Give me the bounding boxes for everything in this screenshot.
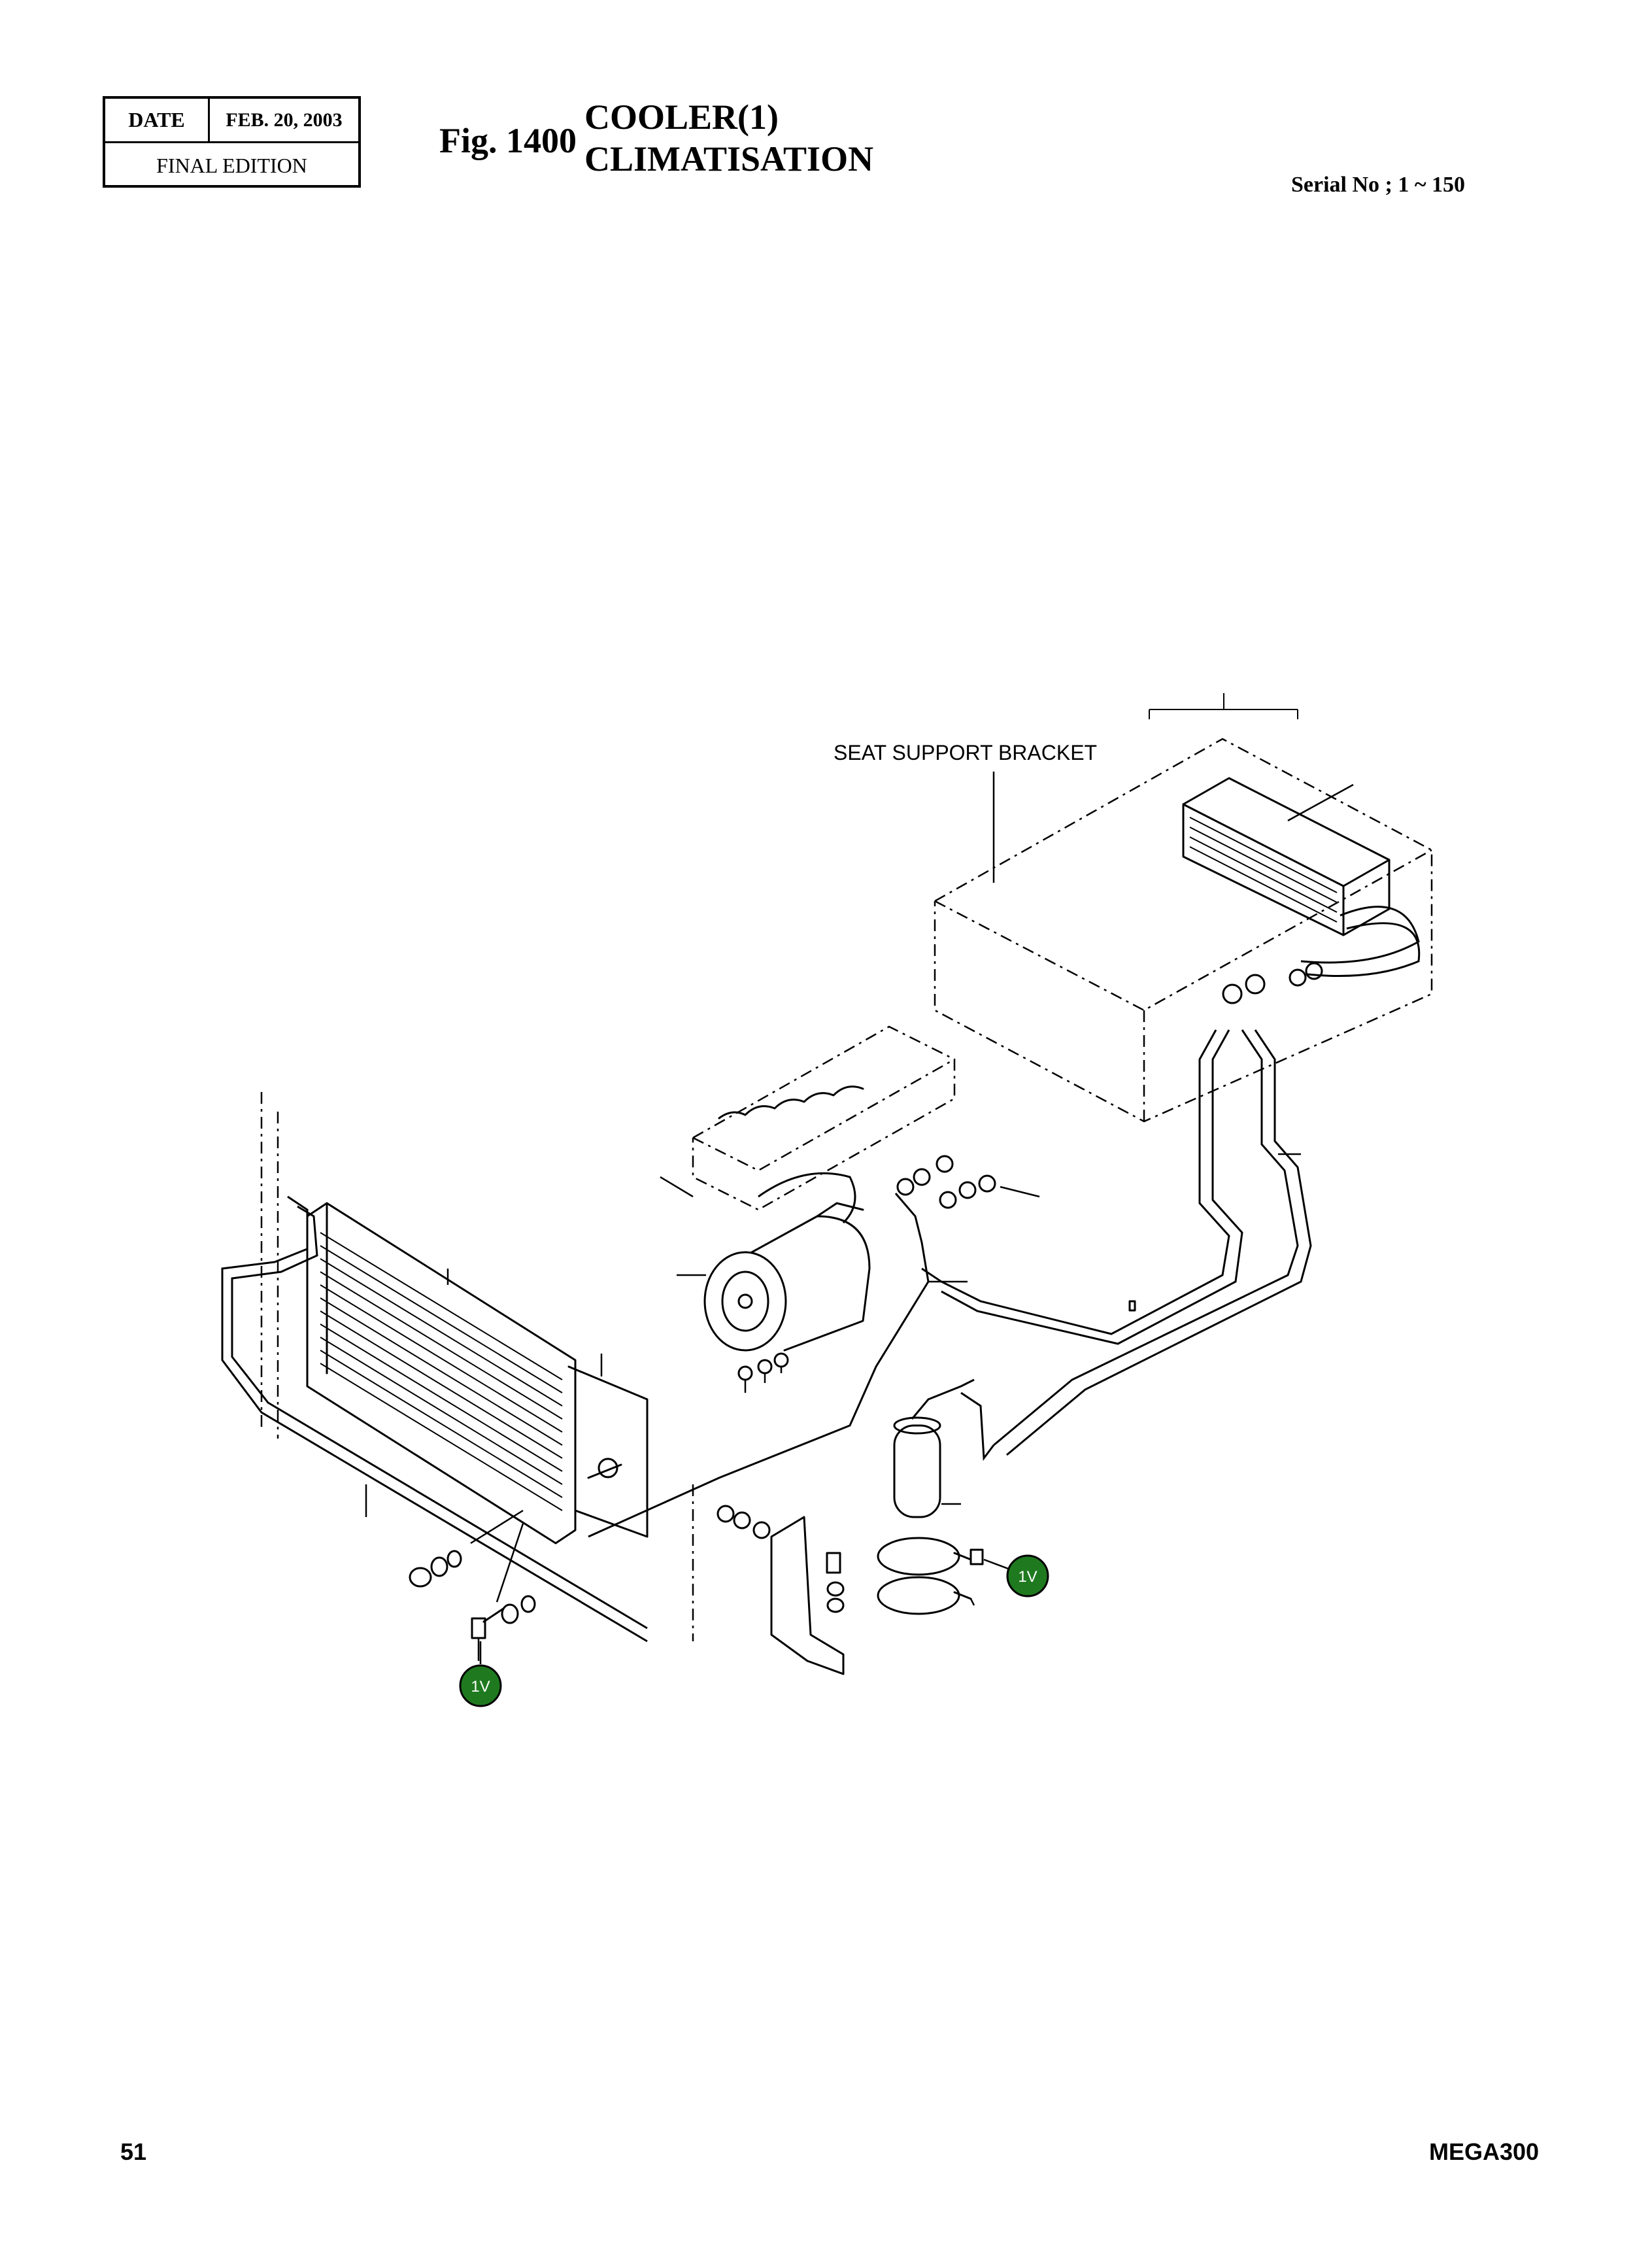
seat-support-bracket-label: SEAT SUPPORT BRACKET xyxy=(834,741,1097,764)
date-row: DATE FEB. 20, 2003 xyxy=(105,99,358,143)
callout-label: 1V xyxy=(471,1678,490,1696)
engine-block xyxy=(660,1025,956,1211)
page-number: 51 xyxy=(120,2138,147,2165)
date-label: DATE xyxy=(105,99,210,141)
seat-support-bracket xyxy=(934,738,1433,1123)
callout-badge xyxy=(1006,1554,1049,1597)
evaporator-fins xyxy=(1189,817,1338,923)
condenser-hardware xyxy=(409,1550,536,1661)
mounting-bracket xyxy=(716,1505,845,1675)
figure-title: COOLER(1) xyxy=(584,97,779,137)
model-name: MEGA300 xyxy=(1429,2138,1540,2165)
callout-1v-drier: 1V xyxy=(983,1554,1049,1597)
date-box: DATE FEB. 20, 2003 FINAL EDITION xyxy=(103,96,361,188)
callout-1v-condenser: 1V xyxy=(459,1641,502,1707)
figure-number: Fig. 1400 xyxy=(439,121,577,160)
date-value: FEB. 20, 2003 xyxy=(226,109,343,131)
figure-subtitle: CLIMATISATION xyxy=(584,139,874,179)
evaporator-unit xyxy=(1149,693,1421,1004)
edition-label: FINAL EDITION xyxy=(156,153,307,177)
compressor xyxy=(677,1172,871,1393)
serial-range: Serial No ; 1 ~ 150 xyxy=(1291,173,1466,197)
callout-badge xyxy=(459,1664,502,1707)
drier-clamps xyxy=(877,1537,984,1615)
receiver-drier xyxy=(893,1378,995,1518)
condenser-fins xyxy=(320,1232,563,1511)
suction-discharge-hoses xyxy=(921,1029,1312,1456)
callout-label: 1V xyxy=(1018,1568,1037,1586)
compressor-fittings xyxy=(588,1155,1040,1538)
condenser xyxy=(221,1092,694,1643)
